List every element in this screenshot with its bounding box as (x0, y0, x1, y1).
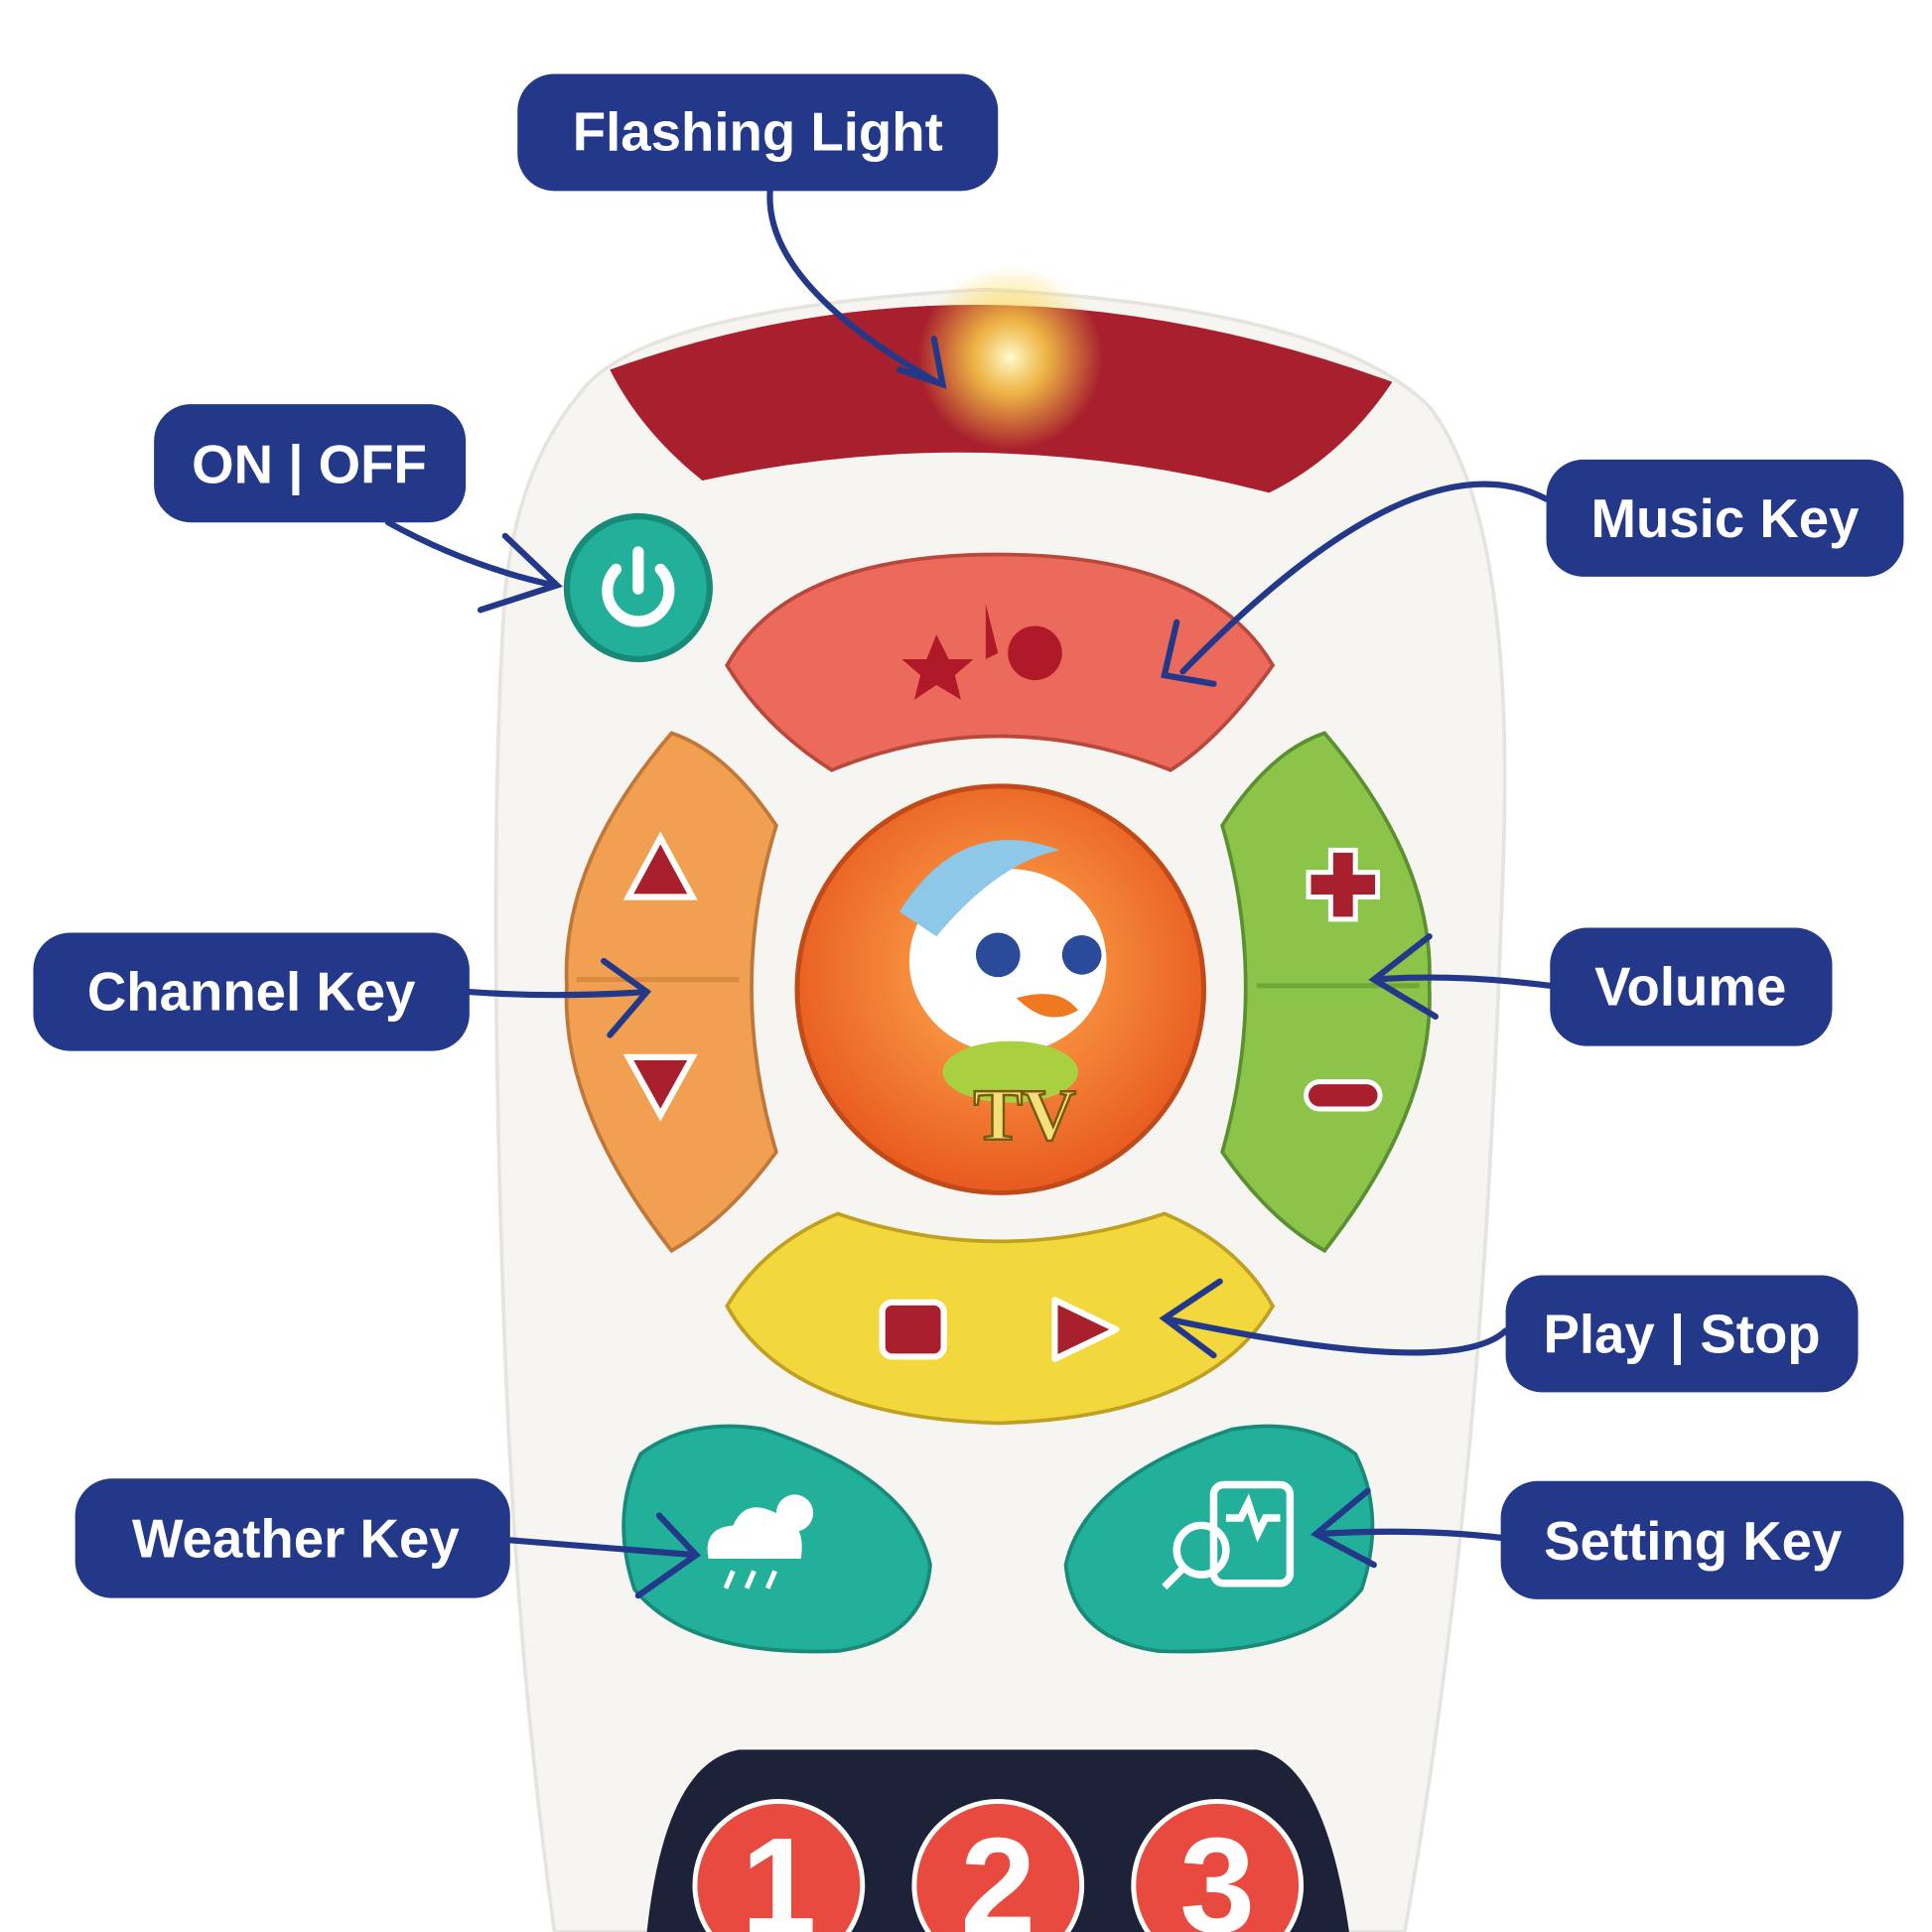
volume-plus-icon (1306, 847, 1380, 922)
svg-text:2: 2 (960, 1809, 1035, 1932)
svg-text:Play | Stop: Play | Stop (1543, 1305, 1820, 1366)
volume-button[interactable] (1220, 731, 1432, 1254)
power-button[interactable] (563, 512, 713, 663)
weather-key-button[interactable] (621, 1424, 932, 1654)
label-volume: Volume (1550, 927, 1833, 1046)
light-glow (917, 264, 1103, 450)
setting-key-button[interactable] (1063, 1424, 1375, 1654)
music-key-button[interactable] (725, 552, 1276, 772)
label-flashing-light: Flashing Light (517, 73, 999, 192)
label-setting-key: Setting Key (1500, 1480, 1904, 1599)
bird-character-icon (898, 840, 1107, 1103)
power-icon (602, 546, 675, 627)
svg-text:Music Key: Music Key (1590, 488, 1860, 549)
svg-text:ON | OFF: ON | OFF (192, 435, 427, 496)
svg-text:Channel Key: Channel Key (87, 962, 416, 1023)
label-play-stop: Play | Stop (1505, 1275, 1859, 1393)
stop-icon (879, 1299, 947, 1360)
volume-minus-icon (1304, 1079, 1383, 1112)
svg-text:Volume: Volume (1594, 957, 1786, 1018)
number-key-1[interactable]: 1 (692, 1798, 866, 1932)
label-channel-key: Channel Key (33, 932, 470, 1051)
play-icon (1051, 1297, 1120, 1363)
callout-arrows (384, 188, 1554, 1599)
label-weather-key: Weather Key (74, 1478, 510, 1598)
center-tv-button[interactable]: TV (794, 783, 1207, 1195)
svg-text:1: 1 (741, 1809, 816, 1932)
channel-key-button[interactable] (564, 731, 778, 1254)
label-music-key: Music Key (1546, 459, 1904, 577)
svg-text:Setting Key: Setting Key (1544, 1511, 1843, 1572)
label-on-off: ON | OFF (154, 404, 467, 523)
channel-down-icon (622, 1053, 698, 1122)
svg-text:Weather Key: Weather Key (132, 1509, 460, 1570)
number-key-3[interactable]: 3 (1131, 1798, 1305, 1932)
play-stop-button[interactable] (725, 1211, 1276, 1426)
svg-text:Flashing Light: Flashing Light (573, 101, 943, 162)
svg-text:3: 3 (1179, 1809, 1255, 1932)
number-key-2[interactable]: 2 (911, 1798, 1085, 1932)
music-notes-icon (901, 604, 1062, 700)
center-logo-text: TV (973, 1075, 1075, 1157)
setting-search-document-icon (1162, 1480, 1295, 1590)
channel-up-icon (622, 831, 698, 900)
weather-cloud-rain-icon (707, 1494, 814, 1589)
